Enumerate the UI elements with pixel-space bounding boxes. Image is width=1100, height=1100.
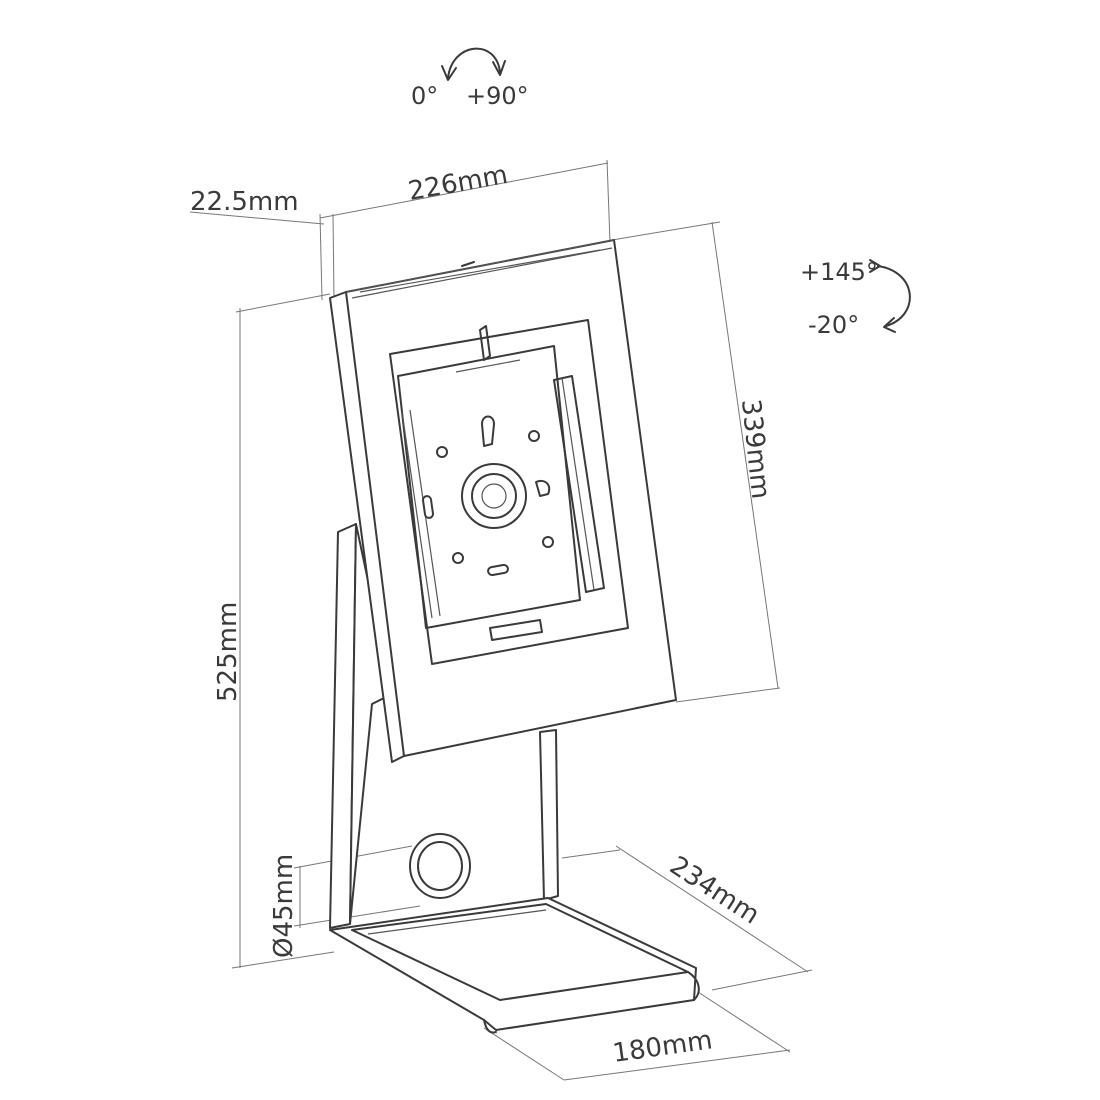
vesa-mount-plate [422,415,554,577]
cable-hole [409,833,471,899]
tablet-inner-window [389,319,629,665]
dim-cable-hole-label: Ø45mm [269,854,299,958]
dim-width-frame-label: 226mm [406,160,510,207]
stand-base [329,897,700,1034]
dim-height-frame-label: 339mm [735,398,775,501]
stand-column [329,523,559,929]
tilt-down-label: -20° [808,311,859,339]
dimension-lines [189,159,813,1081]
tilt-arrow-icon [869,259,911,333]
dim-depth-frame-label: 22.5mm [190,187,299,217]
rotation-end-label: +90° [466,82,529,110]
dim-base-depth-label: 234mm [664,851,764,931]
rotation-arrow-icon [441,47,506,81]
screw-icon [436,430,554,564]
dim-total-height-label: 525mm [213,602,243,702]
tilt-up-label: +145° [800,258,878,286]
rotation-start-label: 0° [411,82,438,110]
